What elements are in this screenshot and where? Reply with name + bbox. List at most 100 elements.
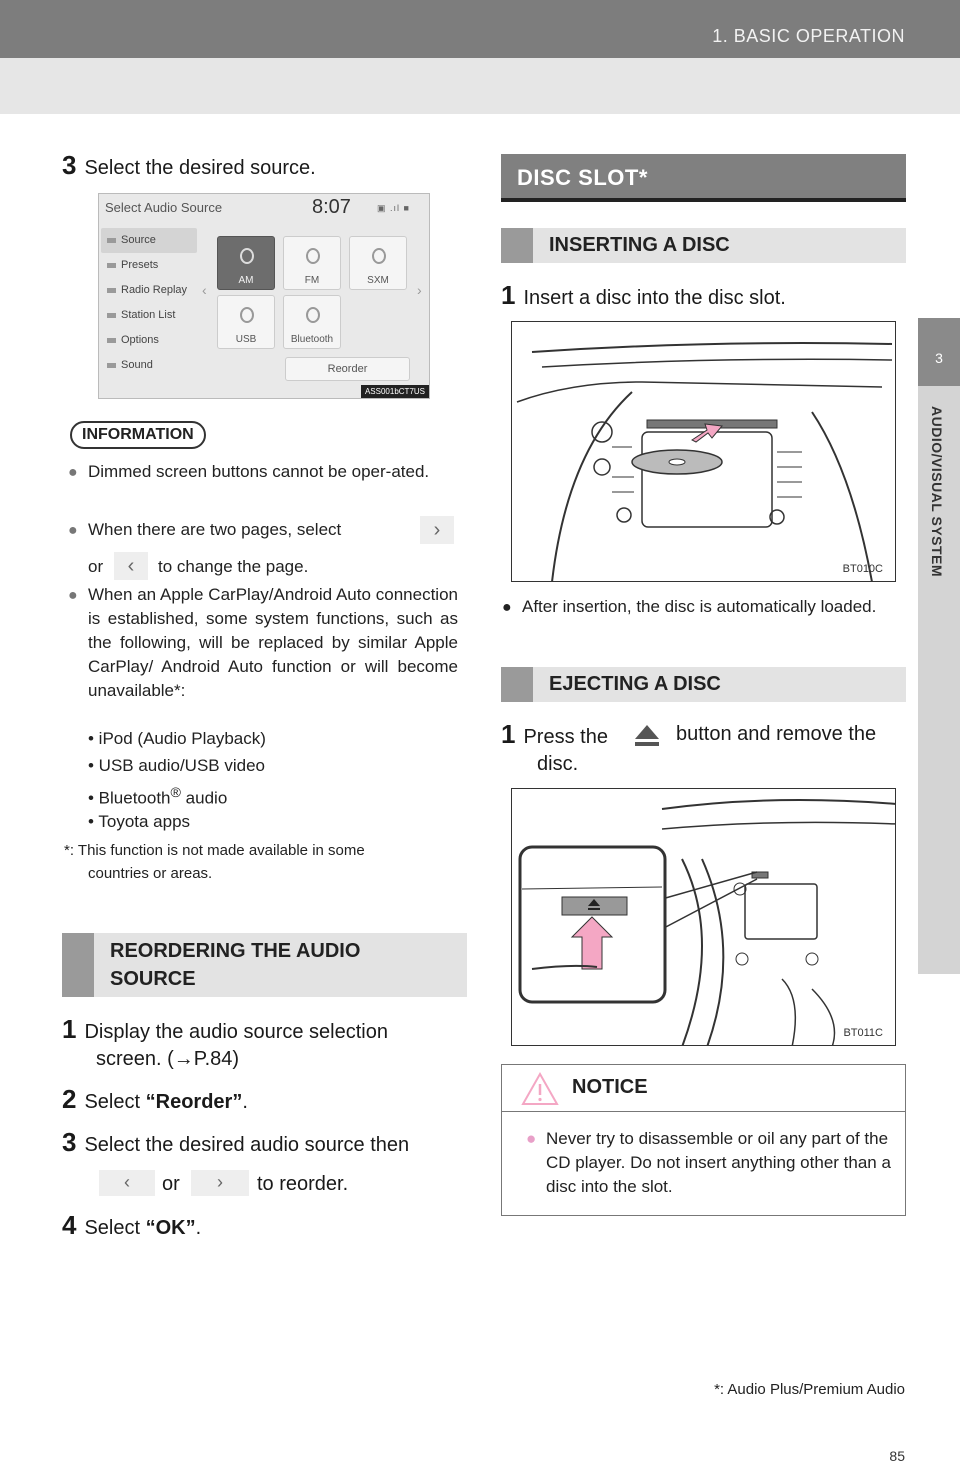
step-to-reorder: to reorder. [257, 1173, 349, 1195]
section-title: EJECTING A DISC [549, 673, 721, 695]
page-number: 85 [889, 1448, 905, 1464]
bullet-icon: ● [68, 587, 78, 604]
notice-title: NOTICE [572, 1076, 648, 1098]
bullet-text: or [88, 557, 104, 576]
reordering-section-header: REORDERING THE AUDIO SOURCE [62, 933, 467, 997]
tile-bluetooth: Bluetooth [283, 295, 341, 349]
info-bullet-pages-end: to change the page. [158, 555, 308, 579]
tile-label: FM [304, 275, 320, 286]
menu-item-presets: Presets [101, 253, 197, 278]
disc-insert-illustration: BT010C [511, 321, 896, 582]
after-insertion-note: ● After insertion, the disc is automatica… [502, 595, 906, 619]
step-emphasis: “OK” [145, 1217, 196, 1239]
info-bullet-dimmed: ● Dimmed screen buttons cannot be oper-at… [68, 460, 464, 484]
step-select-audio-source: 3 Select the desired audio source then [62, 1127, 409, 1160]
step-number: 4 [62, 1210, 77, 1240]
info-footnote-line2: countries or areas. [88, 865, 213, 882]
bullet-text: After insertion, the disc is automatical… [522, 597, 877, 616]
step-display-screen-ref: screen. (→P.84) [96, 1048, 240, 1070]
step-text: Select the desired audio source then [84, 1134, 410, 1156]
notice-bullet: ● Never try to disassemble or oil any pa… [526, 1127, 900, 1199]
tile-am: AM [217, 236, 275, 290]
step-text: . [195, 1217, 202, 1239]
bullet-text: When there are two pages, select [88, 520, 342, 539]
disc-slot-header: DISC SLOT* [501, 154, 906, 202]
tile-label: USB [235, 334, 257, 345]
bullet-icon: ● [502, 599, 512, 616]
section-title: INSERTING A DISC [549, 234, 730, 256]
inserting-section-header: INSERTING A DISC [501, 228, 906, 263]
menu-item-sound: Sound [101, 353, 197, 378]
radio-icon [240, 248, 254, 264]
info-bullet-pages-or: or [88, 555, 103, 579]
step-number: 1 [501, 719, 516, 749]
chevron-left-icon: ‹ [202, 282, 207, 298]
info-sub-toyota-apps: • Toyota apps [88, 812, 191, 831]
step-text: Insert a disc into the disc slot. [523, 287, 786, 309]
eject-icon [635, 725, 659, 746]
chapter-number-tab: 3 [918, 318, 960, 386]
bullet-icon: ● [68, 522, 78, 539]
step-number: 2 [62, 1084, 77, 1114]
bullet-text: When an Apple CarPlay/Android Auto conne… [88, 585, 458, 700]
step-or: or [162, 1173, 180, 1195]
step-text: Select the desired source. [84, 157, 316, 179]
step-text: Press the [523, 726, 608, 748]
footnote-audio: *: Audio Plus/Premium Audio [714, 1381, 905, 1398]
disc-slot-title: DISC SLOT* [517, 165, 648, 190]
chevron-right-icon: › [191, 1170, 249, 1196]
reorder-button: Reorder [285, 357, 410, 381]
step-eject-cont: button and remove the [676, 723, 877, 745]
chevron-left-icon: ‹ [99, 1170, 155, 1196]
screen-title: Select Audio Source [105, 200, 223, 215]
section-tab-marker [62, 933, 94, 997]
info-bullet-pages: ● When there are two pages, select [68, 518, 464, 542]
step-emphasis: “Reorder” [145, 1091, 243, 1113]
step-eject-end: disc. [537, 753, 579, 775]
top-header-bar: 1. BASIC OPERATION [0, 0, 960, 58]
screen-clock: 8:07 [312, 196, 351, 218]
chevron-right-icon: › [417, 282, 422, 298]
menu-item-options: Options [101, 328, 197, 353]
step-eject: 1 Press the [501, 719, 608, 752]
header-band [0, 58, 960, 114]
status-icons: ▣ .ıl ■ [377, 203, 410, 213]
section-title: REORDERING THE AUDIO SOURCE [110, 940, 361, 990]
warning-triangle-icon [521, 1071, 559, 1105]
step-select-ok: 4 Select “OK”. [62, 1210, 201, 1243]
info-sub-ipod: • iPod (Audio Playback) [88, 729, 266, 748]
tile-label: AM [238, 275, 254, 286]
bullet-text: Dimmed screen buttons cannot be oper-ate… [88, 462, 430, 481]
chevron-left-icon: ‹ [114, 552, 148, 580]
bluetooth-icon [306, 307, 320, 323]
info-bullet-carplay: ● When an Apple CarPlay/Android Auto conn… [68, 583, 458, 703]
radio-icon [306, 248, 320, 264]
tile-usb: USB [217, 295, 275, 349]
notice-divider [502, 1111, 905, 1112]
audio-source-screenshot: Select Audio Source 8:07 ▣ .ıl ■ Source … [98, 193, 430, 399]
ejecting-section-header: EJECTING A DISC [501, 667, 906, 702]
disc-eject-illustration: BT011C [511, 788, 896, 1046]
chapter-side-label: AUDIO/VISUAL SYSTEM [929, 406, 945, 578]
step-text: Select [84, 1217, 146, 1239]
bullet-icon: ● [68, 464, 78, 481]
tile-sxm: SXM [349, 236, 407, 290]
step-number: 3 [62, 150, 77, 180]
tile-label: Bluetooth [290, 334, 334, 345]
screenshot-code: ASS001bCT7US [360, 385, 429, 398]
bullet-text: to change the page. [158, 557, 309, 576]
section-tab-marker [501, 228, 533, 263]
step-number: 3 [62, 1127, 77, 1157]
step-text: . [242, 1091, 248, 1113]
chevron-right-icon: › [420, 516, 454, 544]
dashboard-eject-illustration [518, 799, 895, 1045]
tile-fm: FM [283, 236, 341, 290]
notice-box: NOTICE ● Never try to disassemble or oil… [501, 1064, 906, 1216]
chapter-side-tab: AUDIO/VISUAL SYSTEM [918, 386, 960, 974]
menu-item-station-list: Station List [101, 303, 197, 328]
registered-mark: ® [170, 785, 181, 801]
screen-side-menu: Source Presets Radio Replay Station List… [101, 228, 197, 378]
menu-item-source: Source [101, 228, 197, 253]
